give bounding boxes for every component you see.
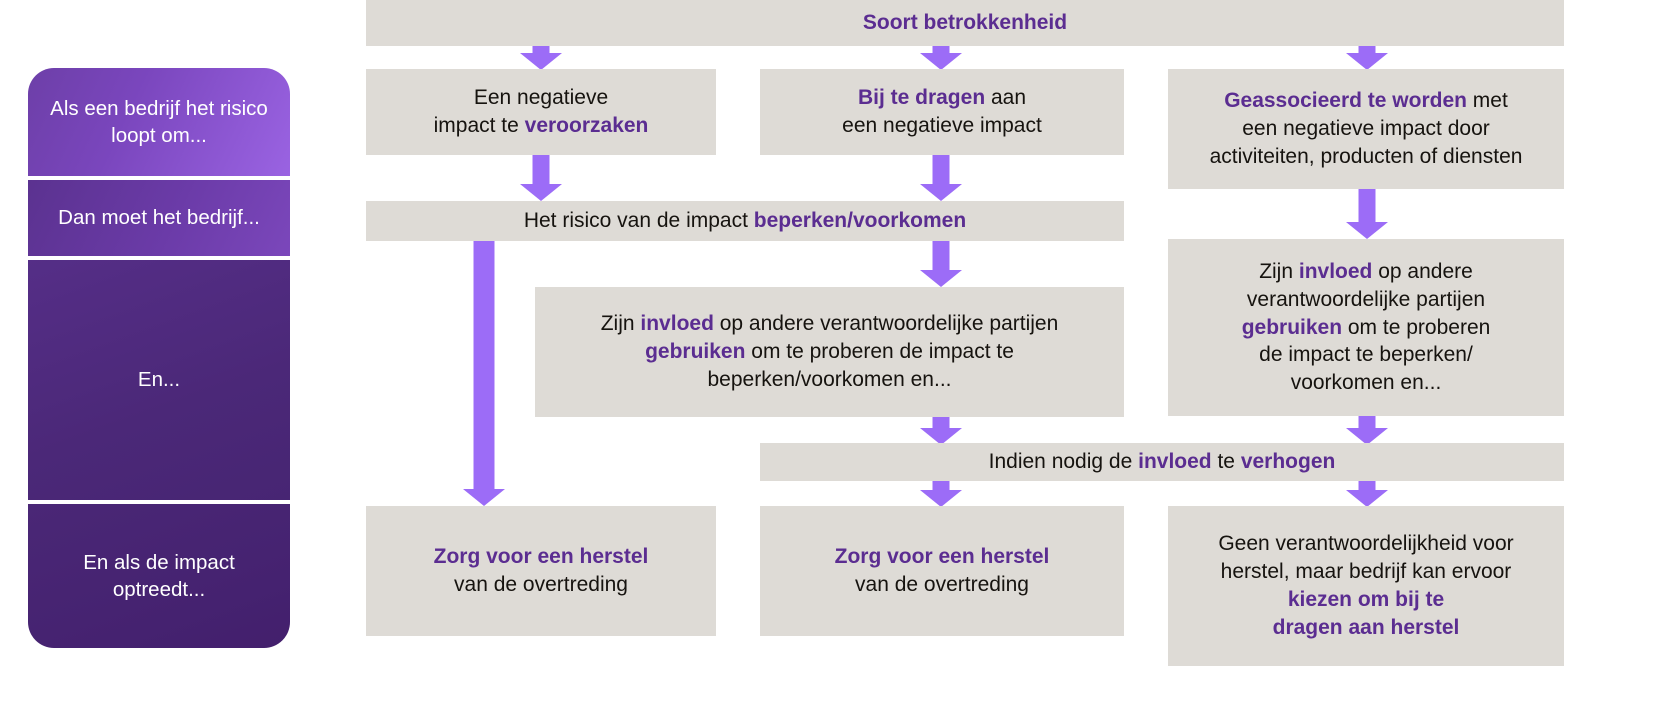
arrow-shaft bbox=[1358, 189, 1376, 223]
box-line-2: gebruiken om te proberen de impact te bbox=[645, 340, 1014, 364]
sidebar-line-1: En als de impact bbox=[83, 550, 235, 574]
page-title: Soort betrokkenheid bbox=[862, 11, 1068, 35]
box-line-3: gebruiken om te proberen bbox=[1241, 315, 1491, 339]
arrow-head bbox=[463, 489, 505, 506]
sidebar-line-2: optreedt... bbox=[112, 578, 206, 601]
box-label: Zorg voor een herstel van de overtreding bbox=[835, 543, 1050, 599]
box-label: Zijn invloed op andere verantwoordelijke… bbox=[601, 310, 1059, 394]
box-line-1: Zijn invloed op andere bbox=[1259, 259, 1473, 283]
box-label: Indien nodig de invloed te verhogen bbox=[988, 450, 1336, 474]
down-arrow-icon-long bbox=[462, 241, 506, 506]
sidebar-item-label: En als de impact optreedt... bbox=[42, 549, 276, 603]
down-arrow-icon bbox=[919, 155, 963, 201]
sidebar-item-label: En... bbox=[138, 366, 180, 393]
box-line-2: verantwoordelijke partijen bbox=[1246, 287, 1486, 311]
down-arrow-icon bbox=[1345, 189, 1389, 239]
arrow-shaft bbox=[473, 241, 495, 489]
arrow-shaft bbox=[932, 481, 950, 491]
down-arrow-icon bbox=[1345, 481, 1389, 507]
sidebar-line-1: En... bbox=[137, 368, 181, 392]
type-line-1: Bij te dragen aan bbox=[857, 86, 1027, 110]
sidebar-line-1: Dan moet bbox=[58, 206, 148, 230]
box-herstel-col1: Zorg voor een herstel van de overtreding bbox=[366, 506, 716, 636]
arrow-shaft bbox=[932, 417, 950, 429]
arrow-head bbox=[1346, 222, 1388, 239]
arrow-shaft bbox=[532, 46, 550, 54]
arrow-head bbox=[920, 184, 962, 201]
type-line-2: een negatieve impact door bbox=[1242, 117, 1490, 141]
arrow-head bbox=[920, 53, 962, 70]
sidebar-item-and: En... bbox=[28, 260, 290, 500]
arrow-shaft bbox=[932, 155, 950, 185]
box-invloed-gebruiken-right: Zijn invloed op andere verantwoordelijke… bbox=[1168, 239, 1564, 416]
box-line-1: Zorg voor een herstel bbox=[834, 545, 1050, 569]
arrow-shaft bbox=[1358, 481, 1376, 491]
sidebar-item-impact-occurs: En als de impact optreedt... bbox=[28, 504, 290, 648]
box-line-4: dragen aan herstel bbox=[1272, 615, 1460, 639]
arrow-shaft bbox=[1358, 46, 1376, 54]
arrow-head bbox=[1346, 490, 1388, 507]
sidebar-line-2: risico loopt om... bbox=[111, 96, 268, 147]
box-label: Het risico van de impact beperken/voorko… bbox=[523, 209, 967, 233]
box-line-2: van de overtreding bbox=[855, 573, 1029, 596]
arrow-head bbox=[1346, 428, 1388, 445]
type-line-2: impact te veroorzaken bbox=[433, 114, 649, 137]
box-label: Zorg voor een herstel van de overtreding bbox=[434, 543, 649, 599]
box-line-1: Zorg voor een herstel bbox=[433, 545, 649, 569]
type-line-3: activiteiten, producten of diensten bbox=[1209, 144, 1523, 168]
type-box-veroorzaken: Een negatieve impact te veroorzaken bbox=[366, 69, 716, 155]
down-arrow-icon bbox=[1345, 46, 1389, 70]
down-arrow-icon bbox=[919, 241, 963, 287]
type-line-2: een negatieve impact bbox=[842, 114, 1042, 137]
type-line-1: Een negatieve bbox=[473, 86, 609, 110]
box-geen-verantwoordelijkheid-col3: Geen verantwoordelijkheid voor herstel, … bbox=[1168, 506, 1564, 666]
arrow-head bbox=[920, 490, 962, 507]
down-arrow-icon bbox=[1345, 416, 1389, 445]
box-line-4: de impact te beperken/ bbox=[1259, 343, 1473, 367]
arrow-head bbox=[1346, 53, 1388, 70]
down-arrow-icon bbox=[919, 46, 963, 70]
type-box-label: Een negatieve impact te veroorzaken bbox=[434, 84, 649, 140]
box-beperken-voorkomen: Het risico van de impact beperken/voorko… bbox=[366, 201, 1124, 241]
arrow-shaft bbox=[1358, 416, 1376, 428]
header-box-soort-betrokkenheid: Soort betrokkenheid bbox=[366, 0, 1564, 46]
type-box-geassocieerd: Geassocieerd te worden met een negatieve… bbox=[1168, 69, 1564, 189]
box-invloed-verhogen: Indien nodig de invloed te verhogen bbox=[760, 443, 1564, 481]
type-box-label: Geassocieerd te worden met een negatieve… bbox=[1210, 87, 1523, 171]
type-box-label: Bij te dragen aan een negatieve impact bbox=[842, 84, 1042, 140]
down-arrow-icon bbox=[519, 155, 563, 201]
down-arrow-icon bbox=[919, 481, 963, 507]
box-line-2: van de overtreding bbox=[454, 573, 628, 596]
sidebar-item-label: Dan moet het bedrijf... bbox=[58, 204, 260, 231]
box-line-2: herstel, maar bedrijf kan ervoor bbox=[1220, 560, 1512, 584]
box-line-3: beperken/voorkomen en... bbox=[707, 367, 952, 391]
arrow-shaft bbox=[532, 155, 550, 185]
arrow-head bbox=[920, 428, 962, 445]
box-line-5: voorkomen en... bbox=[1290, 371, 1442, 395]
sidebar-item-risk: Als een bedrijf het risico loopt om... bbox=[28, 68, 290, 176]
type-line-1: Geassocieerd te worden met bbox=[1224, 89, 1508, 113]
box-invloed-gebruiken-mid: Zijn invloed op andere verantwoordelijke… bbox=[535, 287, 1124, 417]
box-herstel-col2: Zorg voor een herstel van de overtreding bbox=[760, 506, 1124, 636]
box-line-1: Zijn invloed op andere verantwoordelijke… bbox=[600, 312, 1059, 336]
down-arrow-icon bbox=[919, 417, 963, 445]
box-line-3: kiezen om bij te bbox=[1287, 588, 1445, 611]
box-label: Zijn invloed op andere verantwoordelijke… bbox=[1242, 258, 1491, 398]
type-box-bijdragen: Bij te dragen aan een negatieve impact bbox=[760, 69, 1124, 155]
box-label: Geen verantwoordelijkheid voor herstel, … bbox=[1218, 530, 1513, 642]
arrow-head bbox=[920, 270, 962, 287]
arrow-head bbox=[520, 53, 562, 70]
sidebar-item-label: Als een bedrijf het risico loopt om... bbox=[42, 95, 276, 149]
sidebar-item-must: Dan moet het bedrijf... bbox=[28, 180, 290, 256]
arrow-shaft bbox=[932, 46, 950, 54]
arrow-head bbox=[520, 184, 562, 201]
box-line-1: Geen verantwoordelijkheid voor bbox=[1218, 532, 1514, 556]
sidebar-line-1: Als een bedrijf het bbox=[50, 96, 215, 120]
down-arrow-icon bbox=[519, 46, 563, 70]
arrow-shaft bbox=[932, 241, 950, 271]
sidebar-line-2: het bedrijf... bbox=[152, 206, 260, 230]
